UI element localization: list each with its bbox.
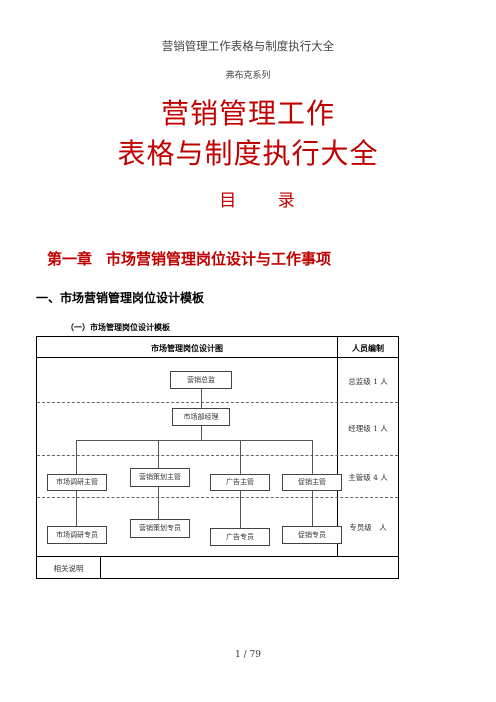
node-supervisor-promotion: 促销主管: [282, 474, 342, 491]
chapter-title: 市场营销管理岗位设计与工作事项: [106, 250, 332, 268]
node-supervisor-research: 市场调研主管: [47, 474, 107, 491]
connector-drop: [240, 440, 241, 474]
table-border-left: [36, 336, 37, 579]
series-label: 弗布克系列: [225, 71, 271, 81]
notes-divider: [100, 556, 101, 579]
connector-director-manager: [201, 388, 202, 408]
node-supervisor-advertising: 广告主管: [210, 474, 270, 491]
notes-label: 相关说明: [53, 564, 84, 573]
connector-drop: [76, 440, 77, 474]
connector-drop: [312, 440, 313, 474]
cover-title-line2: 表格与制度执行大全: [117, 137, 379, 170]
connector-supervisor-specialist: [312, 491, 313, 526]
node-specialist-research: 市场调研专员: [47, 526, 107, 544]
page-number: 1 / 79: [235, 650, 261, 660]
level-separator: [37, 402, 398, 403]
staffing-director: 总监级 1 人: [348, 377, 388, 386]
node-director: 营销总监: [170, 371, 232, 389]
level-separator: [37, 497, 398, 498]
cover-title-line1: 营销管理工作: [160, 97, 335, 130]
connector-manager-bus: [201, 426, 202, 440]
staffing-manager: 经理级 1 人: [348, 424, 388, 433]
chapter-number: 第一章: [47, 250, 93, 268]
table-column-divider: [337, 336, 338, 557]
node-specialist-promotion: 促销专员: [282, 526, 342, 544]
connector-drop: [158, 440, 159, 468]
section-heading: 一、市场营销管理岗位设计模板: [36, 291, 205, 305]
connector-supervisor-specialist: [76, 491, 77, 526]
connector-supervisor-specialist: [158, 487, 159, 519]
table-border-right: [398, 336, 399, 579]
toc-heading: 目 录: [219, 191, 313, 211]
staffing-supervisor: 主管级 4 人: [348, 473, 388, 482]
connector-bus: [76, 440, 312, 441]
table-notes-rule: [36, 556, 399, 557]
level-separator: [37, 455, 398, 456]
node-specialist-planning: 营销策划专员: [130, 519, 190, 538]
subsection-heading: （一）市场管理岗位设计模板: [66, 323, 170, 332]
chart-column-header: 市场管理岗位设计图: [151, 344, 223, 353]
chapter-heading: 第一章市场营销管理岗位设计与工作事项: [47, 248, 345, 269]
node-supervisor-planning: 营销策划主管: [130, 468, 190, 487]
node-manager: 市场部经理: [172, 408, 230, 426]
table-border-top: [36, 336, 399, 337]
staffing-specialist: 专员级 人: [349, 523, 387, 532]
connector-supervisor-specialist: [240, 491, 241, 528]
table-header-rule: [36, 357, 399, 358]
running-header: 营销管理工作表格与制度执行大全: [161, 39, 335, 53]
node-specialist-advertising: 广告专员: [210, 528, 270, 546]
table-border-bottom: [36, 578, 399, 579]
staffing-column-header: 人员编制: [352, 344, 384, 353]
